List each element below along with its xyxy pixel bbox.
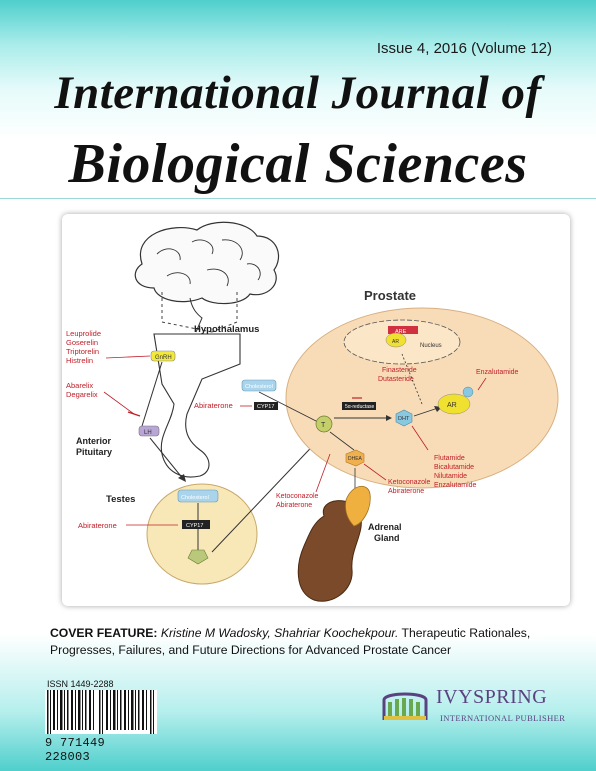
dhea-node (345, 449, 365, 467)
label-dhea: DHEA (348, 456, 363, 462)
label-pituitary: Pituitary (76, 447, 112, 457)
testes-shape (146, 483, 258, 585)
cover-feature-text: Therapeutic Rationales, Progresses, Fail… (50, 626, 531, 657)
are-box (388, 326, 418, 334)
cover-illustration: Hypothalamus GnRH Leuprolide Goserelin T… (66, 221, 559, 602)
agonist-4: Histrelin (66, 356, 93, 365)
abiraterone-prostate: Abiraterone (194, 401, 233, 410)
label-gnrh: GnRH (155, 355, 172, 361)
antiandrogen-1: Flutamide (434, 455, 465, 462)
journal-title-line2: Biological Sciences (68, 133, 528, 195)
cyp17-box-prostate (254, 402, 278, 410)
cholesterol-prostate: Cholesterol (245, 384, 273, 390)
footer-gradient (0, 600, 596, 771)
gnrh-box (150, 350, 176, 362)
antagonist-2: Degarelix (66, 390, 98, 399)
cyp17-prostate: CYP17 (257, 404, 274, 410)
abiraterone-testes: Abiraterone (78, 521, 117, 530)
label-ar: AR (447, 402, 457, 409)
t-node-prostate (315, 415, 333, 433)
label-prostate: Prostate (364, 288, 416, 303)
abiraterone-left: Abiraterone (276, 502, 312, 509)
label-ar-nucleus: AR (392, 339, 399, 345)
publisher-subtitle: INTERNATIONAL PUBLISHER (440, 713, 566, 723)
ivyspring-logo-icon (382, 692, 428, 720)
cholesterol-box-prostate (241, 379, 277, 392)
agonist-3: Triptorelin (66, 347, 99, 356)
label-t: T (321, 422, 326, 429)
t-node-testes (187, 549, 209, 565)
agonist-2: Goserelin (66, 338, 98, 347)
antagonist-1: Abarelix (66, 381, 93, 390)
cover-figure: Hypothalamus GnRH Leuprolide Goserelin T… (62, 214, 570, 606)
label-gland: Gland (374, 533, 400, 543)
adrenal-shape (345, 486, 371, 527)
brain-illustration (134, 221, 279, 333)
label-hypothalamus: Hypothalamus (194, 324, 259, 335)
label-adrenal: Adrenal (368, 522, 402, 532)
ketoconazole-left: Ketoconazole (276, 493, 319, 500)
finasteride-2: Dutasteride (378, 376, 414, 383)
cholesterol-box-testes (177, 489, 219, 503)
label-srd5a: 5α-reductase (345, 404, 375, 410)
agonist-1: Leuprolide (66, 329, 101, 338)
header-gradient (0, 0, 596, 200)
hypothalamus-shape (153, 333, 241, 478)
ketoconazole-right: Ketoconazole (388, 479, 431, 486)
cholesterol-testes: Cholesterol (181, 495, 209, 501)
issue-info: Issue 4, 2016 (Volume 12) (376, 40, 552, 57)
publisher-name: IVYSPRING (436, 686, 548, 708)
cover-feature-authors: Kristine M Wadosky, Shahriar Koochekpour… (160, 626, 399, 640)
cyp17-testes: CYP17 (186, 523, 203, 529)
lh-box (138, 425, 160, 437)
barcode-number: 9 771449 228003 (45, 736, 106, 764)
ar-nucleus (385, 332, 407, 348)
cover-feature: COVER FEATURE: Kristine M Wadosky, Shahr… (50, 625, 570, 659)
antiandrogen-3: Nilutamide (434, 473, 467, 480)
label-lh: LH (144, 430, 152, 436)
label-are: ARE (395, 329, 407, 335)
label-nucleus: Nucleus (420, 343, 442, 349)
header-rule (0, 198, 596, 199)
label-dht: DHT (398, 416, 410, 422)
label-anterior: Anterior (76, 436, 112, 446)
journal-title-line1: International Journal of (54, 67, 542, 119)
issn: ISSN 1449-2288 (47, 679, 114, 689)
antiandrogen-2: Bicalutamide (434, 464, 474, 471)
barcode (45, 690, 157, 734)
antiandrogen-4: Enzalutamide (434, 482, 477, 489)
srd5a-box (342, 402, 376, 410)
dht-node (395, 409, 413, 427)
cover-feature-label: COVER FEATURE: (50, 626, 158, 640)
abiraterone-right: Abiraterone (388, 488, 424, 495)
finasteride-1: Finasteride (382, 367, 417, 374)
cyp17-box-testes (182, 520, 210, 529)
enzalutamide-top: Enzalutamide (476, 369, 519, 376)
label-testes: Testes (106, 494, 135, 505)
ar-cytoplasm (437, 393, 471, 415)
